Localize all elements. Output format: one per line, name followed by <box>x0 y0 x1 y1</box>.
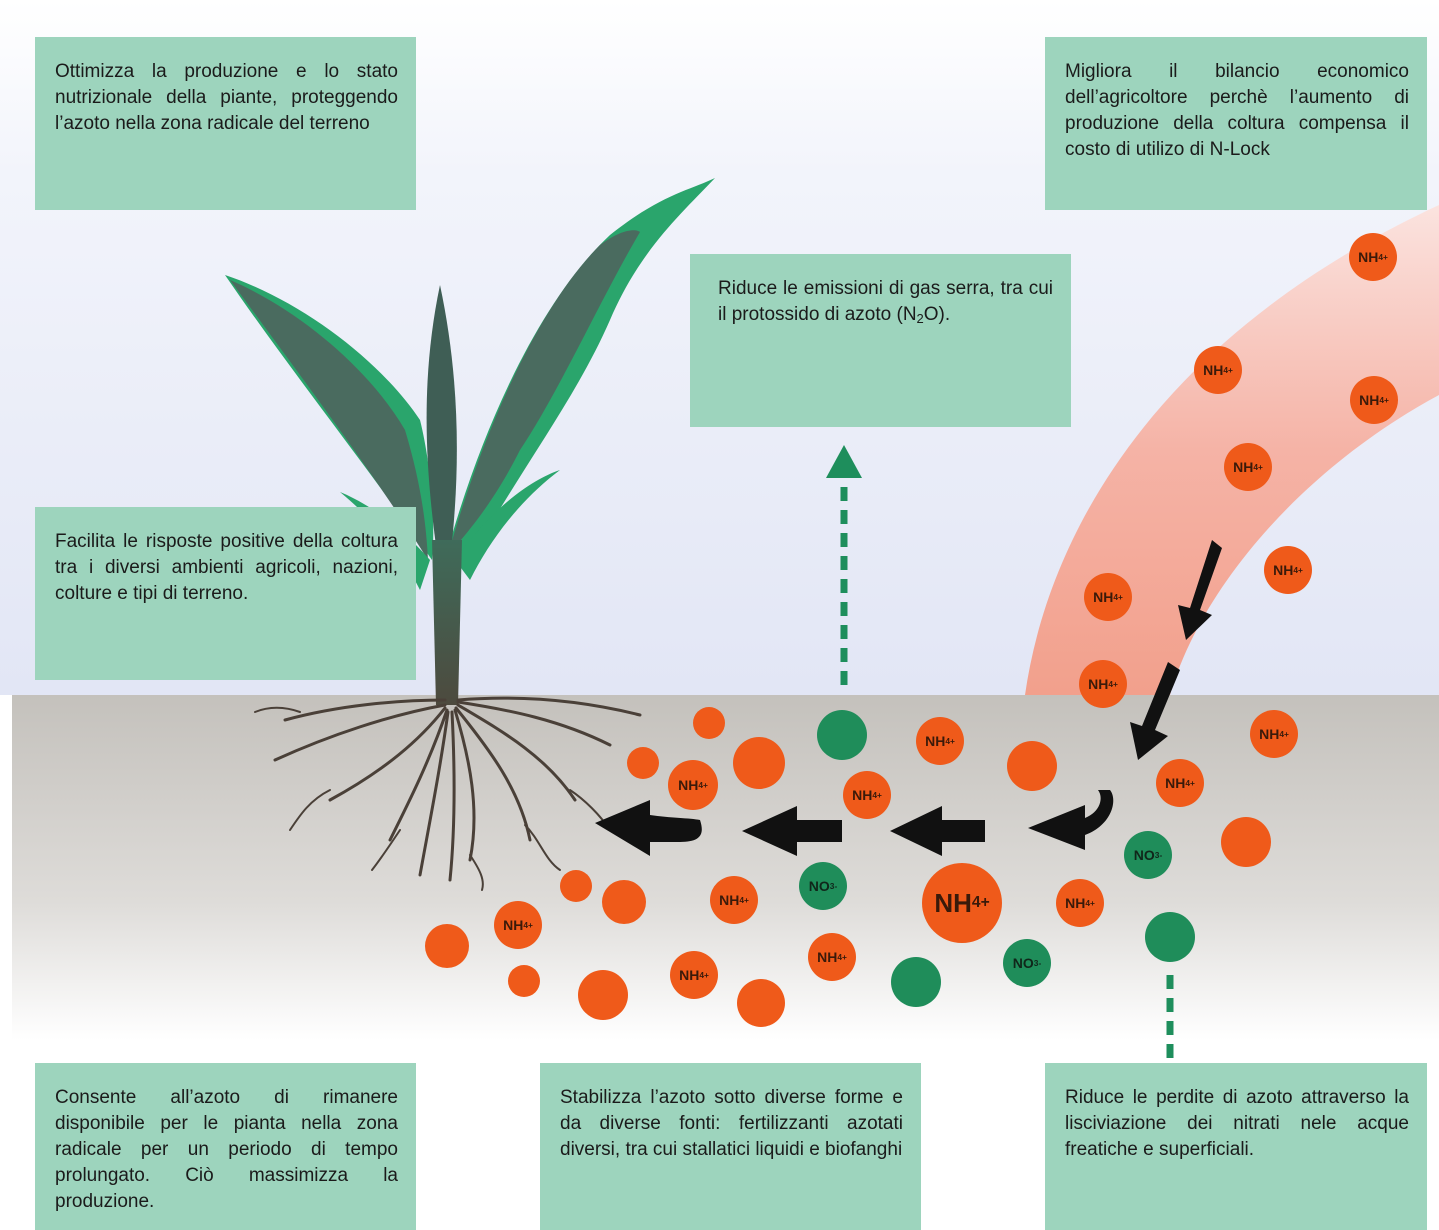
benefit-text-bottom-center: Stabilizza l’azoto sotto diverse forme e… <box>560 1087 903 1160</box>
benefit-text-bottom-left: Consente all’azoto di rimanere disponibi… <box>55 1087 398 1212</box>
no3-ion-dot <box>1145 912 1195 962</box>
nh4-ion-dot <box>1221 817 1271 867</box>
benefit-box-top-right: Migliora il bilancio economico dell’agri… <box>1045 37 1427 210</box>
benefit-text-top-right: Migliora il bilancio economico dell’agri… <box>1065 61 1409 160</box>
benefit-box-bottom-left: Consente all’azoto di rimanere disponibi… <box>35 1063 416 1230</box>
nh4-ion-dot <box>733 737 785 789</box>
no3-ion-dot <box>817 710 867 760</box>
nh4-ion-dot <box>425 924 469 968</box>
nh4-ion-dot <box>737 979 785 1027</box>
nh4-ion-dot <box>560 870 592 902</box>
benefit-text-bottom-right: Riduce le perdite di azoto attraverso la… <box>1065 1087 1409 1160</box>
benefit-text-mid-left: Facilita le risposte positive della colt… <box>55 531 398 604</box>
benefit-box-top-left: Ottimizza la produzione e lo stato nutri… <box>35 37 416 210</box>
benefit-box-center-top: Riduce le emissioni di gas serra, tra cu… <box>690 254 1071 427</box>
benefit-text-top-left: Ottimizza la produzione e lo stato nutri… <box>55 61 398 134</box>
nh4-ion-dot <box>602 880 646 924</box>
nh4-ion-dot <box>693 707 725 739</box>
benefit-box-mid-left: Facilita le risposte positive della colt… <box>35 507 416 680</box>
nh4-ion-dot <box>1007 741 1057 791</box>
benefit-text-center-top: Riduce le emissioni di gas serra, tra cu… <box>718 278 1053 325</box>
nh4-ion-dot <box>578 970 628 1020</box>
soil-layer <box>12 695 1439 1040</box>
benefit-box-bottom-center: Stabilizza l’azoto sotto diverse forme e… <box>540 1063 921 1230</box>
benefit-box-bottom-right: Riduce le perdite di azoto attraverso la… <box>1045 1063 1427 1230</box>
plant-stem <box>432 540 462 705</box>
nh4-ion-dot <box>627 747 659 779</box>
no3-ion-dot <box>891 957 941 1007</box>
nh4-ion-dot <box>508 965 540 997</box>
